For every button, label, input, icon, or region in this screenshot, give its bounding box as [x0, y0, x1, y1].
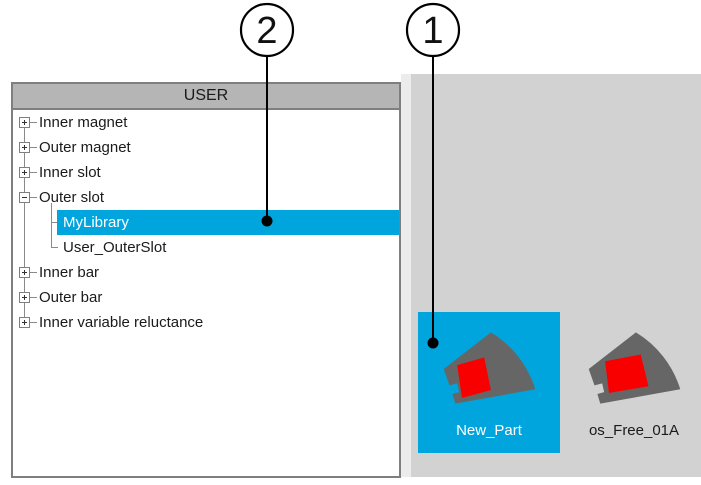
- tree-connector: [30, 172, 37, 173]
- expand-toggle-icon[interactable]: [19, 292, 30, 303]
- tree-guide-line: [51, 222, 58, 223]
- tree-connector: [30, 122, 37, 123]
- tree-connector: [30, 272, 37, 273]
- tree-item-label: Outer bar: [39, 289, 103, 306]
- expand-toggle-icon[interactable]: [19, 167, 30, 178]
- callout-1-number: 1: [422, 10, 443, 52]
- expand-toggle-icon[interactable]: [19, 317, 30, 328]
- tree-item-mylibrary[interactable]: MyLibrary: [13, 210, 399, 235]
- part-tile-new-part[interactable]: New_Part: [418, 312, 560, 453]
- tree-item-label: Inner bar: [39, 264, 100, 281]
- expand-toggle-icon[interactable]: [19, 117, 30, 128]
- parts-gallery-panel: New_Part os_Free_01A: [411, 74, 701, 477]
- tree-item-label: Inner magnet: [39, 114, 128, 131]
- tree-item-label: Outer magnet: [39, 139, 131, 156]
- tree-connector: [30, 297, 37, 298]
- expand-toggle-icon[interactable]: [19, 142, 30, 153]
- slot-part-thumbnail-icon: [588, 332, 681, 404]
- tree-item-label: User_OuterSlot: [63, 239, 167, 256]
- panel-title: USER: [183, 87, 229, 104]
- callout-1-circle: [405, 2, 461, 58]
- tree-item-inner-magnet[interactable]: Inner magnet: [13, 110, 399, 135]
- expand-toggle-icon[interactable]: [19, 267, 30, 278]
- tree-item-inner-variable-reluctance[interactable]: Inner variable reluctance: [13, 310, 399, 335]
- tree-item-user-outerslot[interactable]: User_OuterSlot: [13, 235, 399, 260]
- tree-connector: [30, 197, 37, 198]
- part-tile-os-free-01a[interactable]: os_Free_01A: [563, 312, 701, 453]
- tree-connector: [30, 322, 37, 323]
- user-library-panel: USER Inner magnet Outer magnet Inner slo…: [11, 82, 401, 478]
- tree-item-label: MyLibrary: [57, 210, 399, 235]
- tree-guide-line: [24, 122, 25, 323]
- tree-guide-line: [51, 247, 58, 248]
- tree-item-label: Inner variable reluctance: [39, 314, 204, 331]
- panel-separator: [401, 74, 411, 477]
- tree-item-inner-bar[interactable]: Inner bar: [13, 260, 399, 285]
- tree-connector: [30, 147, 37, 148]
- tree-item-inner-slot[interactable]: Inner slot: [13, 160, 399, 185]
- tree-item-label: Outer slot: [39, 189, 105, 206]
- panel-header: USER: [13, 84, 399, 110]
- tree-guide-line: [51, 203, 52, 248]
- library-tree: Inner magnet Outer magnet Inner slot Out…: [13, 110, 399, 335]
- tree-item-outer-bar[interactable]: Outer bar: [13, 285, 399, 310]
- callout-2-circle: [239, 2, 295, 58]
- tree-item-outer-magnet[interactable]: Outer magnet: [13, 135, 399, 160]
- part-tile-label: New_Part: [456, 422, 522, 439]
- tree-item-outer-slot[interactable]: Outer slot: [13, 185, 399, 210]
- callout-2-number: 2: [256, 10, 277, 52]
- slot-part-thumbnail-icon: [443, 332, 536, 404]
- part-tile-label: os_Free_01A: [588, 422, 680, 439]
- collapse-toggle-icon[interactable]: [19, 192, 30, 203]
- tree-item-label: Inner slot: [39, 164, 101, 181]
